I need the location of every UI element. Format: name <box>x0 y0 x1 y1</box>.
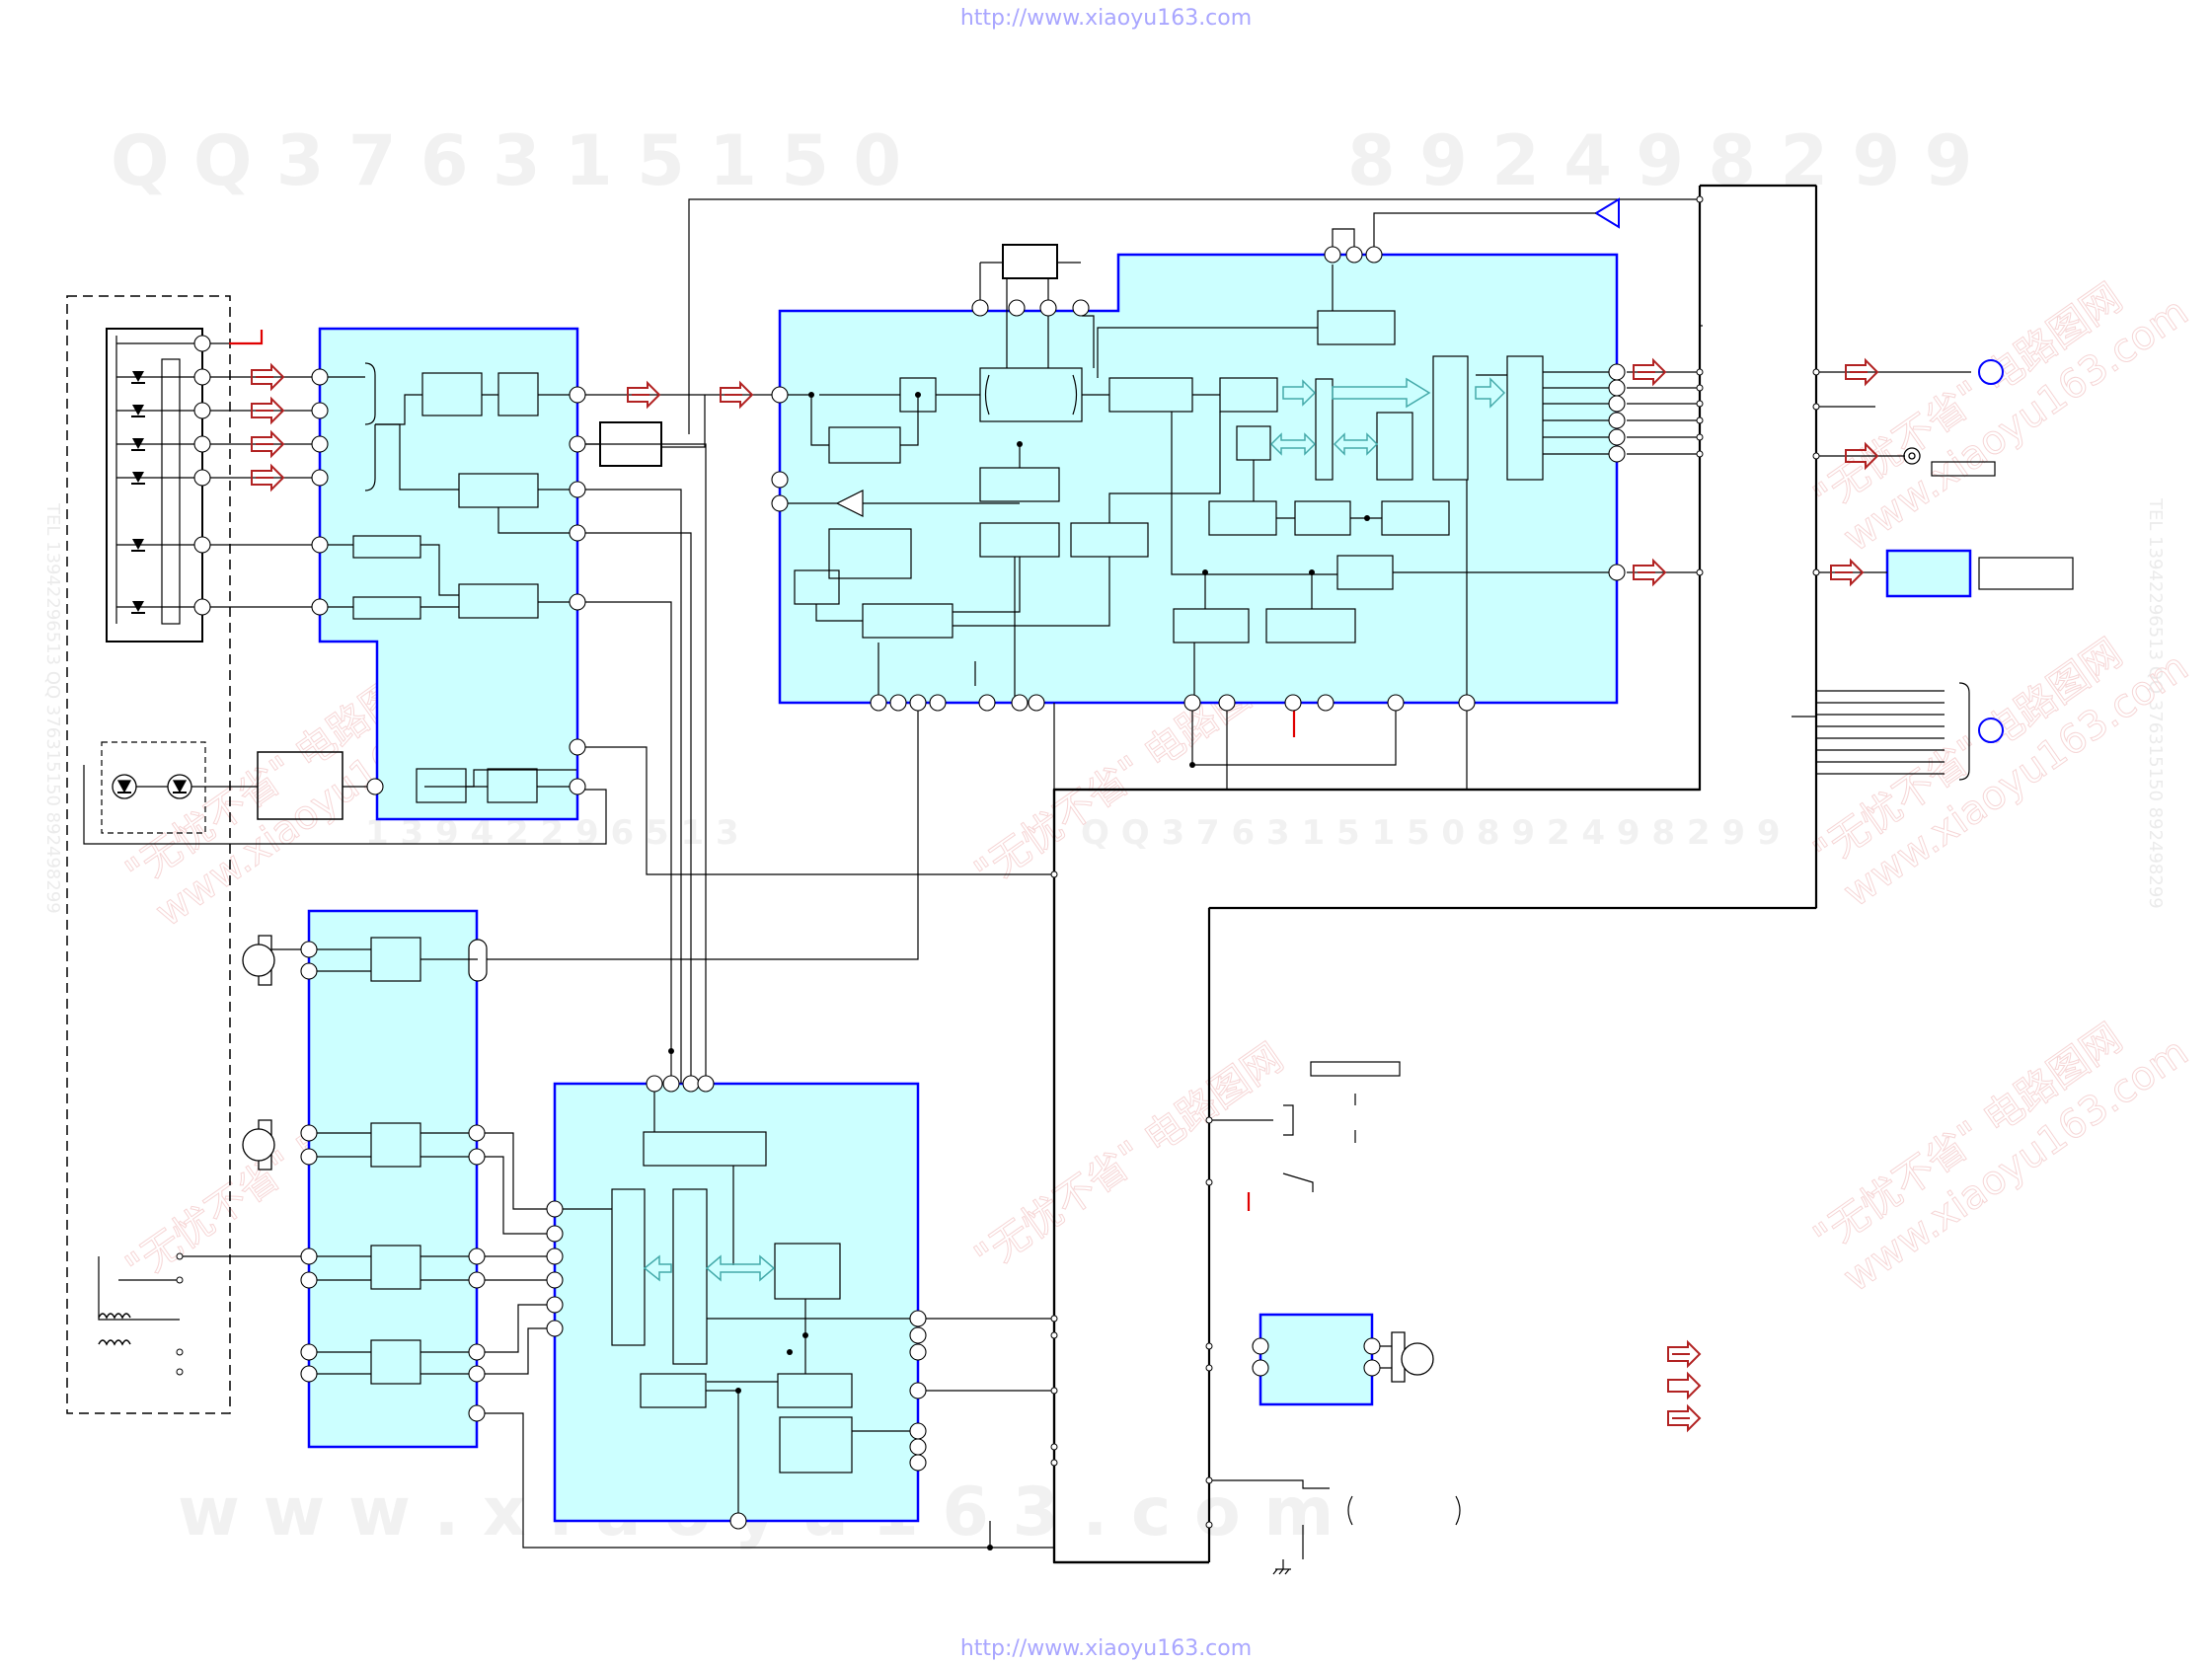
watermark-stamp-7: "无忧不省" 电路图网 <box>966 1035 1291 1282</box>
servo-block <box>553 1082 920 1523</box>
photodiode-array <box>130 370 146 614</box>
output-jacks <box>1978 359 2004 743</box>
legend-arrow-3 <box>1667 1405 1701 1431</box>
internal-bus-arrows <box>643 377 1506 1282</box>
motor-ic-block <box>1259 1313 1374 1406</box>
watermark-url-top: http://www.xiaoyu163.com <box>959 6 1253 31</box>
legend-arrow-1 <box>1667 1341 1701 1367</box>
watermark-mid-banner: Q Q 3 7 6 3 1 5 1 5 0 8 9 2 4 9 8 2 9 9 <box>1081 813 1781 853</box>
motor-driver-block <box>307 909 479 1449</box>
watermark-side-left: TEL 13942296513 QQ 376315150 892498299 <box>42 502 63 914</box>
rf-amp-block <box>318 327 579 821</box>
coax-jack-center-icon <box>1908 452 1916 460</box>
bus-terminals <box>176 195 1820 1529</box>
output-buffer-block <box>1885 549 1972 598</box>
watermark-side-right: TEL 13942296513 QQ 376315150 892498299 <box>2145 497 2166 909</box>
motors <box>242 935 1434 1383</box>
junction-dots <box>668 392 1370 1550</box>
pins <box>193 246 1626 1530</box>
legend-arrow-2 <box>1667 1373 1701 1398</box>
watermark-qq-left: Q Q 3 7 6 3 1 5 1 5 0 <box>111 120 901 201</box>
coax-jack-icon <box>1903 447 1921 465</box>
laser-diodes <box>112 774 258 799</box>
watermark-url-bottom: http://www.xiaoyu163.com <box>959 1636 1253 1661</box>
ground-icon <box>1272 1559 1291 1575</box>
dsp-block <box>778 253 1619 705</box>
watermark-qq-right: 8 9 2 4 9 8 2 9 9 <box>1347 120 1972 201</box>
